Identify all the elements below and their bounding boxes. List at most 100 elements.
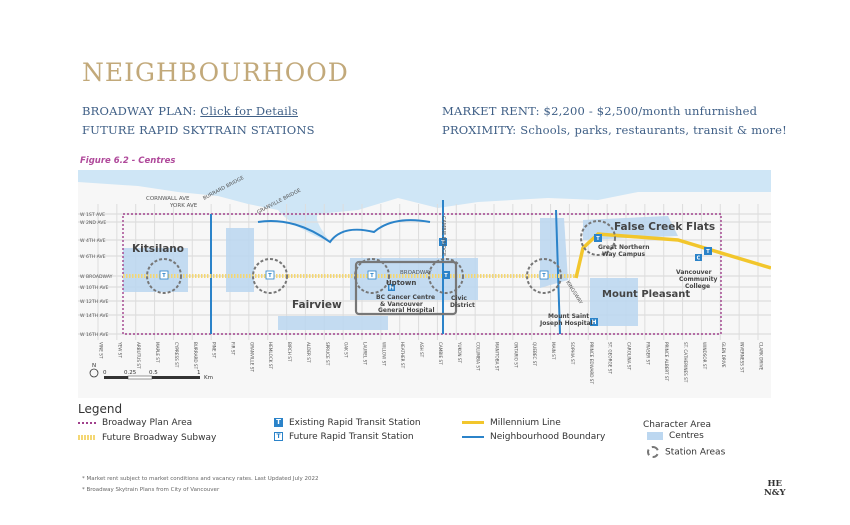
avenue-label: W 14TH AVE — [80, 313, 109, 319]
broadway-plan-link[interactable]: Click for Details — [200, 104, 298, 118]
legend-neighbourhood-boundary: Neighbourhood Boundary — [462, 432, 605, 442]
scale-tick-1: 1 — [197, 370, 201, 376]
cornwall-ave-label: CORNWALL AVE — [146, 196, 190, 202]
uptown-centre-box — [354, 260, 458, 316]
legend-future-broadway-subway: Future Broadway Subway — [78, 433, 216, 443]
centres-swatch — [647, 431, 663, 440]
hospital-icon: H — [388, 284, 395, 292]
street-label: ARBUTUS ST — [136, 342, 141, 369]
avenue-label: W 12TH AVE — [80, 299, 109, 305]
station-areas — [146, 220, 616, 294]
svg-text:T: T — [370, 273, 374, 279]
svg-text:T: T — [596, 236, 600, 242]
svg-text:T: T — [441, 240, 445, 246]
street-label: ONTARIO ST — [513, 342, 518, 368]
way-campus-label: Way Campus — [602, 251, 646, 258]
legend-centres: Centres — [647, 431, 704, 441]
neighbourhood-boundaries — [210, 200, 561, 335]
york-ave-label: YORK AVE — [169, 203, 198, 209]
svg-text:T: T — [268, 273, 272, 279]
svg-text:T: T — [542, 273, 546, 279]
transit-stations: T T T T T T T T — [159, 234, 712, 280]
svg-text:H: H — [389, 285, 394, 292]
footnote-market-rent: * Market rent subject to market conditio… — [82, 476, 319, 482]
vcc-label-3: College — [685, 283, 710, 290]
svg-text:T: T — [706, 249, 710, 255]
figure-title: Figure 6.2 - Centres — [80, 156, 176, 166]
street-label: MAIN ST — [551, 342, 556, 360]
subway-swatch — [78, 435, 96, 440]
vgh-label: & Vancouver — [380, 301, 423, 308]
kitsilano-label: Kitsilano — [132, 243, 184, 255]
avenue-label: W 2ND AVE — [80, 220, 106, 226]
hospital-icon: H — [590, 318, 598, 326]
station-area-cambie — [428, 258, 464, 294]
legend-millennium-line: Millennium Line — [462, 418, 561, 428]
street-label: YUKON ST — [457, 341, 462, 364]
existing-station-broadway-city-hall[interactable]: T — [442, 271, 450, 279]
legend-title: Legend — [78, 402, 123, 416]
mount-pleasant-label: Mount Pleasant — [602, 289, 690, 300]
market-rent-text: MARKET RENT: $2,200 - $2,500/month unfur… — [442, 104, 758, 118]
future-station-granville[interactable]: T — [265, 270, 275, 280]
station-area-main — [526, 258, 562, 294]
boundary-coast — [257, 219, 431, 244]
street-label: PRINCE ALBERT ST — [664, 342, 669, 382]
existing-station-olympic-village[interactable]: T — [439, 238, 447, 246]
existing-station-vcc-clark[interactable]: T — [704, 247, 712, 255]
avenue-label: W 6TH AVE — [80, 254, 106, 260]
street-label: ST. GEORGE ST — [608, 342, 613, 374]
boundary-swatch — [462, 435, 484, 438]
street-label: PINE ST — [212, 342, 217, 359]
avenue-label: W 10TH AVE — [80, 285, 109, 291]
district-label: District — [450, 302, 475, 309]
false-creek-water — [78, 170, 771, 214]
street-label: ST. CATHERINES ST — [683, 342, 688, 383]
future-station-oak[interactable]: T — [367, 270, 377, 280]
future-station-main[interactable]: T — [539, 270, 549, 280]
street-label: BIRCH ST — [287, 342, 292, 362]
bc-cancer-label: BC Cancer Centre — [376, 294, 435, 301]
henry-logo: HE N&Y — [764, 479, 786, 498]
future-station-icon: T — [274, 432, 283, 441]
legend-broadway-plan-area: Broadway Plan Area — [78, 418, 192, 428]
page-title: NEIGHBOURHOOD — [82, 58, 349, 87]
north-label: N — [92, 363, 96, 369]
future-stations-text: FUTURE RAPID SKYTRAIN STATIONS — [82, 123, 315, 137]
svg-text:C: C — [697, 256, 701, 262]
avenue-label: W BROADWAY — [80, 274, 113, 280]
scale-tick-0: 0 — [103, 370, 107, 376]
existing-station-icon: T — [274, 418, 283, 427]
street-label: COLUMBIA ST — [476, 342, 481, 371]
station-area-granville — [252, 258, 288, 294]
street-label: ALDER ST — [306, 342, 311, 363]
street-label: CAMBIE ST — [438, 342, 443, 365]
vcc-label-2: Community — [679, 276, 717, 283]
svg-text:H: H — [591, 319, 596, 326]
avenue-label: W 4TH AVE — [80, 238, 106, 244]
svg-text:T: T — [162, 273, 166, 279]
street-label: GLEN DRIVE — [721, 342, 726, 368]
street-label: QUEBEC ST — [532, 342, 537, 366]
street-label: OAK ST — [344, 342, 349, 358]
street-label: SOPHIA ST — [570, 342, 575, 365]
street-label: GRANVILLE ST — [249, 342, 254, 372]
vgh-label-2: General Hospital — [378, 307, 435, 314]
future-station-arbutus[interactable]: T — [159, 270, 169, 280]
legend-station-areas: Station Areas — [647, 446, 725, 458]
street-label: YEW ST — [117, 341, 122, 358]
millennium-swatch — [462, 421, 484, 424]
broadway-plan-line: BROADWAY PLAN: Click for Details — [82, 104, 298, 118]
street-label: MANITOBA ST — [495, 342, 500, 371]
existing-station-great-northern[interactable]: T — [594, 234, 602, 242]
fairview-label: Fairview — [292, 299, 342, 311]
street-label: WINDSOR ST — [702, 342, 707, 370]
boundary-main — [555, 209, 561, 335]
centre-kitsilano-2 — [226, 228, 254, 292]
street-label: INVERNESS ST — [740, 342, 745, 373]
scale-bar: N 0 0.25 0.5 1 Km — [89, 363, 213, 381]
